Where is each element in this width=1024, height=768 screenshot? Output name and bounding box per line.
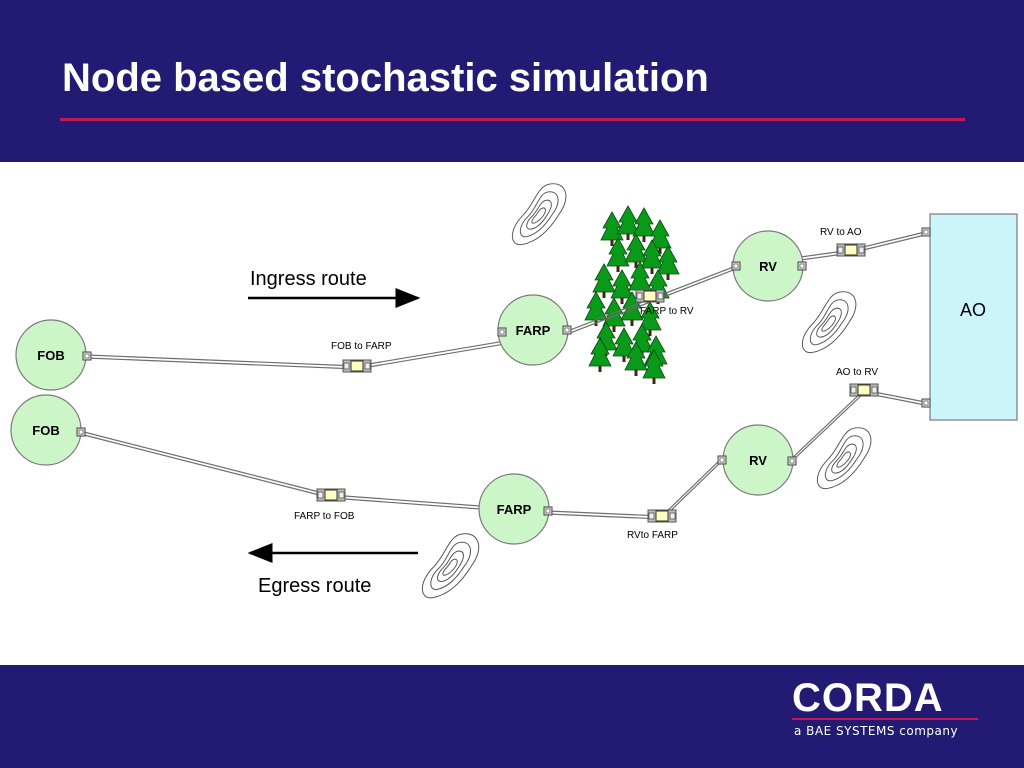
hills-icon [418,524,484,609]
logo-divider [792,718,978,720]
link-label-ao-to-rv: AO to RV [836,367,878,378]
hills-icon [508,174,571,256]
node-farp-ingress[interactable]: FARP [497,294,572,366]
link-rv-to-ao[interactable] [836,243,866,257]
link-label-farp-to-rv: FARP to RV [640,306,694,317]
node-fob-egress[interactable]: FOB [10,394,86,466]
logo-wordmark: CORDA [792,676,944,720]
node-rv-ingress[interactable]: RV [731,230,807,302]
diagram-canvas: FOB to FARP FARP to RV RV to AO AO to RV… [0,162,1024,665]
ingress-route-label: Ingress route [250,268,367,290]
link-farp-to-rv[interactable] [635,289,665,303]
node-ao[interactable]: AO [921,213,1018,421]
network-diagram: FOB to FARP FARP to RV RV to AO AO to RV… [10,174,1018,609]
link-label-rv-to-ao: RV to AO [820,227,862,238]
node-fob-ingress[interactable]: FOB [15,319,92,391]
node-label: FOB [32,423,59,438]
link-fob-to-farp[interactable] [342,359,372,373]
node-farp-egress[interactable]: FARP [478,473,553,545]
node-label: FARP [516,323,551,338]
link-farp-to-fob[interactable] [316,488,346,502]
node-label: AO [960,300,986,320]
link-ao-to-rv[interactable] [849,383,879,397]
logo-tagline: a BAE SYSTEMS company [794,724,959,738]
forest-icon [584,205,680,385]
link-label-farp-to-fob: FARP to FOB [294,511,355,522]
corda-logo: CORDA a BAE SYSTEMS company [792,678,982,742]
node-rv-egress[interactable]: RV [717,424,797,496]
egress-route-label: Egress route [258,575,371,597]
link-label-fob-to-farp: FOB to FARP [331,341,392,352]
node-label: RV [749,453,767,468]
node-label: FARP [497,502,532,517]
hills-icon [798,282,861,364]
link-rv-to-farp[interactable] [647,509,677,523]
page-title: Node based stochastic simulation [62,56,709,100]
node-label: RV [759,259,777,274]
node-label: FOB [37,348,64,363]
title-divider [60,118,965,121]
link-label-rv-to-farp: RVto FARP [627,530,678,541]
